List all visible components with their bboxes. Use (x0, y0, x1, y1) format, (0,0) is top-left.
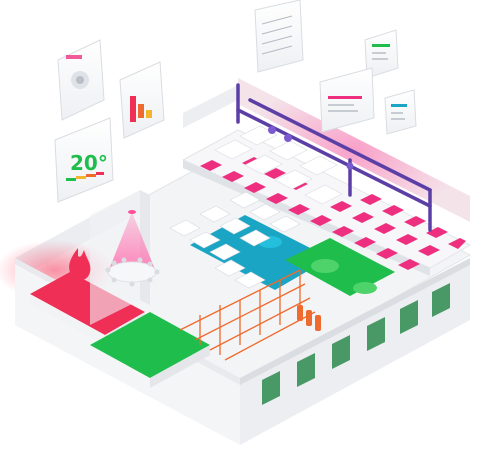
light-cone (108, 212, 156, 272)
flame-icon (69, 248, 91, 281)
green-room-wall (150, 345, 210, 388)
red-room-wall-front (30, 294, 105, 345)
upper-floor-edge (183, 160, 430, 276)
ground-desks (169, 191, 301, 289)
temperature-scale (66, 172, 104, 181)
green-rug-small (353, 282, 377, 294)
bar-chart-icon (130, 96, 152, 122)
window (297, 353, 315, 387)
right-outer-wall-shade (240, 258, 470, 385)
status-card-pink (319, 67, 375, 133)
window (400, 300, 418, 334)
temperature-card: 20° (54, 117, 114, 203)
camera-card (57, 39, 105, 121)
green-rug-area (285, 238, 395, 296)
duct-junctions (268, 126, 354, 170)
orange-tanks (297, 305, 321, 331)
window (432, 283, 450, 317)
red-room-floor (30, 272, 145, 335)
teal-zone-floor (190, 215, 330, 290)
right-wall-windows (262, 283, 450, 405)
status-card-teal (384, 89, 417, 135)
temperature-value: 20° (70, 151, 108, 175)
status-card-green (364, 29, 399, 79)
line-chart-icon (261, 15, 293, 55)
green-rug (311, 259, 339, 273)
window (332, 335, 350, 369)
upper-desks (214, 125, 343, 205)
back-left-wall-upper (183, 85, 238, 128)
conference-chairs (105, 257, 160, 287)
bar-chart-card (119, 61, 165, 139)
window (262, 371, 280, 405)
back-right-wall-glow (238, 78, 470, 222)
window (367, 317, 385, 351)
line-chart-card (254, 0, 304, 73)
light-source (128, 210, 136, 214)
